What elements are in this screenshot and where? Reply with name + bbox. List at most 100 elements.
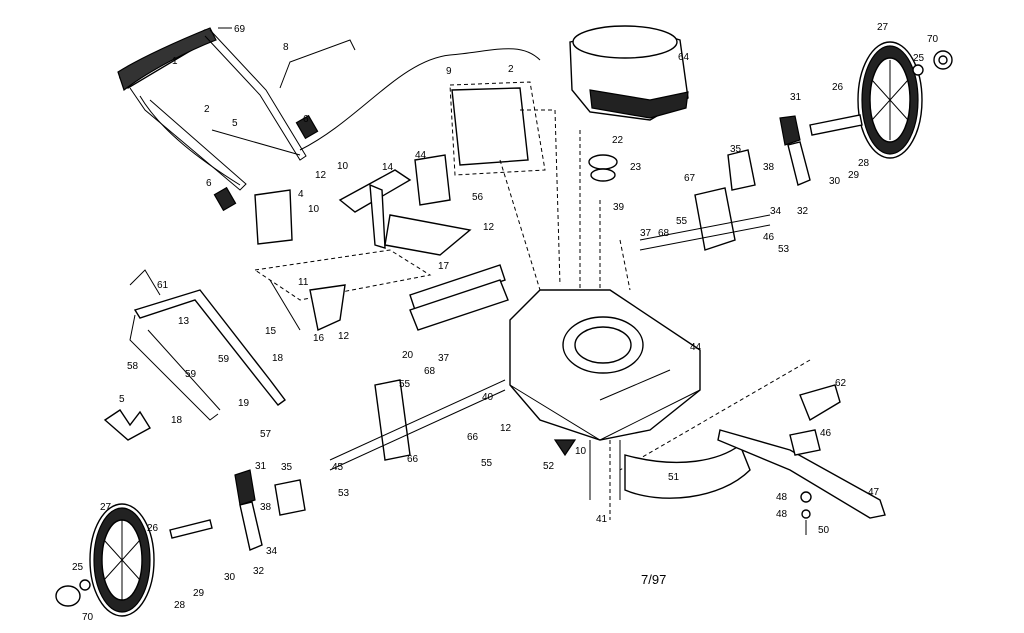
callout-64: 64 bbox=[678, 52, 690, 63]
callout-37b: 37 bbox=[438, 353, 450, 364]
callout-14: 14 bbox=[382, 162, 394, 173]
callout-59b: 59 bbox=[185, 369, 197, 380]
lower-handle bbox=[129, 269, 286, 421]
callout-52: 52 bbox=[543, 461, 555, 472]
callout-46b: 46 bbox=[820, 428, 832, 439]
bracket-4 bbox=[254, 189, 293, 245]
callout-31b: 31 bbox=[255, 461, 267, 472]
callout-55b: 55 bbox=[399, 379, 411, 390]
callout-2a: 2 bbox=[204, 104, 210, 115]
blade bbox=[717, 429, 886, 519]
callout-9: 9 bbox=[446, 66, 452, 77]
knob-6a bbox=[213, 186, 237, 212]
callout-16: 16 bbox=[313, 333, 325, 344]
callout-35b: 35 bbox=[281, 462, 293, 473]
callout-10c: 10 bbox=[575, 446, 587, 457]
throttle-cable bbox=[299, 48, 541, 151]
callout-61: 61 bbox=[157, 280, 169, 291]
callout-30b: 30 bbox=[224, 572, 236, 583]
engine-plate bbox=[451, 87, 529, 166]
callout-66a: 66 bbox=[467, 432, 479, 443]
callout-12c: 12 bbox=[338, 331, 350, 342]
callout-46a: 46 bbox=[763, 232, 775, 243]
callout-45: 45 bbox=[332, 462, 344, 473]
bag-stop bbox=[553, 439, 577, 457]
callout-5b: 5 bbox=[119, 394, 125, 405]
callout-19: 19 bbox=[238, 398, 250, 409]
control-bracket-group bbox=[253, 154, 509, 332]
callout-26b: 26 bbox=[147, 523, 159, 534]
upper-handle bbox=[117, 27, 307, 191]
callout-31a: 31 bbox=[790, 92, 802, 103]
callout-48a: 48 bbox=[776, 492, 788, 503]
callout-labels: 69 1 8 9 2 2 5 6 6 4 10 10 12 14 44 56 1… bbox=[72, 22, 939, 623]
callout-5a: 5 bbox=[232, 118, 238, 129]
callout-66b: 66 bbox=[407, 454, 419, 465]
callout-44a: 44 bbox=[415, 150, 427, 161]
callout-12d: 12 bbox=[500, 423, 512, 434]
callout-38b: 38 bbox=[260, 502, 272, 513]
callout-38a: 38 bbox=[763, 162, 775, 173]
callout-70a: 70 bbox=[927, 34, 939, 45]
callout-40: 40 bbox=[482, 392, 494, 403]
callout-41: 41 bbox=[596, 514, 608, 525]
callout-68b: 68 bbox=[424, 366, 436, 377]
callout-68a: 68 bbox=[658, 228, 670, 239]
callout-32b: 32 bbox=[253, 566, 265, 577]
callout-17: 17 bbox=[438, 261, 450, 272]
callout-56: 56 bbox=[472, 192, 484, 203]
callout-62: 62 bbox=[835, 378, 847, 389]
wing-nut bbox=[103, 409, 151, 441]
callout-11: 11 bbox=[298, 277, 309, 288]
callout-35a: 35 bbox=[730, 144, 742, 155]
callout-10b: 10 bbox=[308, 204, 320, 215]
blade-bracket bbox=[799, 384, 841, 422]
callout-13: 13 bbox=[178, 316, 190, 327]
pulley bbox=[588, 154, 618, 170]
callout-30a: 30 bbox=[829, 176, 841, 187]
callout-53b: 53 bbox=[338, 488, 350, 499]
callout-27a: 27 bbox=[877, 22, 889, 33]
callout-6b: 6 bbox=[206, 178, 212, 189]
callout-8: 8 bbox=[283, 42, 289, 53]
callout-29a: 29 bbox=[848, 170, 860, 181]
callout-4: 4 bbox=[298, 189, 304, 200]
callout-22: 22 bbox=[612, 135, 624, 146]
callout-10a: 10 bbox=[337, 161, 349, 172]
baffle bbox=[624, 443, 751, 499]
callout-6a: 6 bbox=[303, 114, 309, 125]
callout-59a: 59 bbox=[218, 354, 230, 365]
callout-27b: 27 bbox=[100, 502, 112, 513]
callout-69: 69 bbox=[234, 24, 246, 35]
callout-18a: 18 bbox=[272, 353, 284, 364]
callout-50: 50 bbox=[818, 525, 830, 536]
callout-39: 39 bbox=[613, 202, 625, 213]
callout-25a: 25 bbox=[913, 53, 925, 64]
callout-12b: 12 bbox=[483, 222, 495, 233]
callout-70b: 70 bbox=[82, 612, 94, 623]
blade-adapter bbox=[789, 429, 821, 456]
callout-34a: 34 bbox=[770, 206, 782, 217]
callout-26a: 26 bbox=[832, 82, 844, 93]
callout-44b: 44 bbox=[690, 342, 702, 353]
callout-32a: 32 bbox=[797, 206, 809, 217]
callout-15: 15 bbox=[265, 326, 277, 337]
callout-28b: 28 bbox=[174, 600, 186, 611]
callout-20: 20 bbox=[402, 350, 414, 361]
callout-34b: 34 bbox=[266, 546, 278, 557]
handle-brace bbox=[279, 39, 356, 89]
callout-12a: 12 bbox=[315, 170, 327, 181]
right-wheel-assembly bbox=[639, 41, 953, 251]
callout-67: 67 bbox=[684, 173, 696, 184]
callout-55c: 55 bbox=[481, 458, 493, 469]
callout-55a: 55 bbox=[676, 216, 688, 227]
callout-48b: 48 bbox=[776, 509, 788, 520]
mower-deck bbox=[509, 289, 701, 441]
callout-37a: 37 bbox=[640, 228, 652, 239]
callout-47: 47 bbox=[868, 487, 880, 498]
callout-1: 1 bbox=[172, 56, 178, 67]
left-wheel-assembly bbox=[55, 379, 506, 617]
callout-29b: 29 bbox=[193, 588, 205, 599]
callout-2b: 2 bbox=[508, 64, 514, 75]
